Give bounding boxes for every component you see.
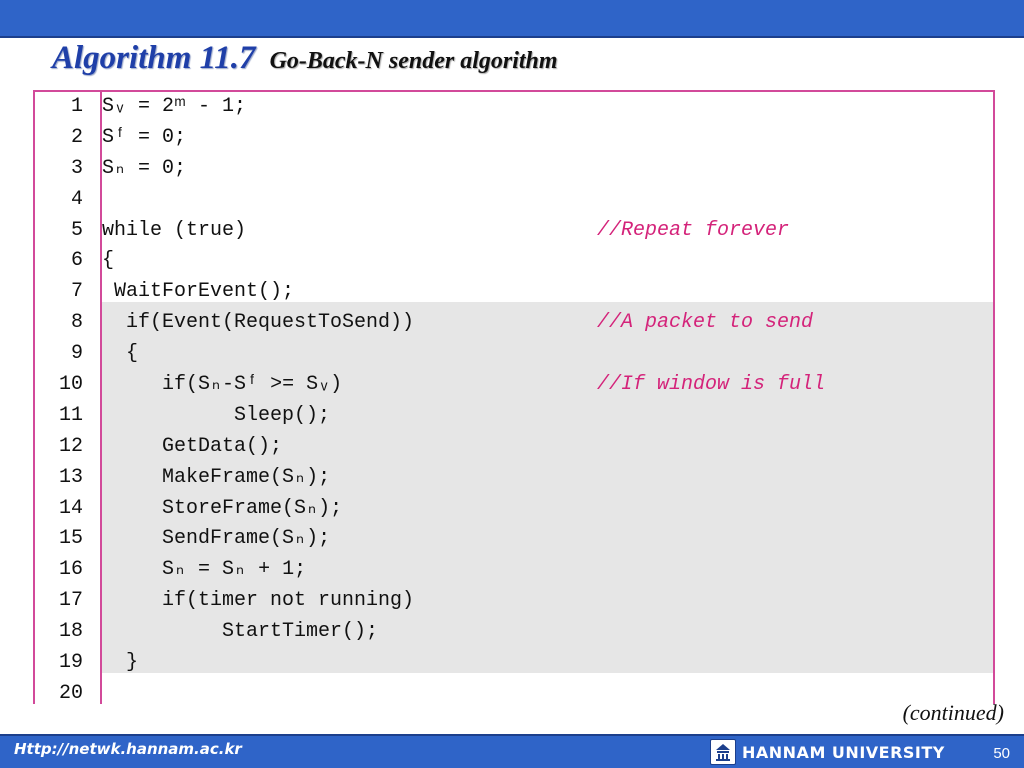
line-number: 2 <box>70 125 83 149</box>
line-number: 17 <box>58 589 83 613</box>
bottom-banner <box>0 736 1024 768</box>
code-text: if(Sₙ-Sᶠ >= Sᵥ) <box>102 373 343 397</box>
line-number-divider <box>100 92 102 704</box>
algorithm-name: Go-Back-N sender algorithm <box>269 48 558 74</box>
code-text: MakeFrame(Sₙ); <box>102 465 331 489</box>
code-text: StartTimer(); <box>102 620 379 644</box>
code-text: { <box>102 249 115 273</box>
bottom-banner-rule <box>0 734 1024 736</box>
university-logo-icon <box>710 739 736 765</box>
code-line: 4 <box>35 185 993 216</box>
line-number: 7 <box>70 280 83 304</box>
line-number: 10 <box>58 373 83 397</box>
top-banner <box>0 0 1024 36</box>
code-text: Sleep(); <box>102 403 331 427</box>
code-listing: 1 Sᵥ = 2ᵐ - 1; 2 Sᶠ = 0; 3 Sₙ = 0; 4 5 while (tr… <box>33 90 995 705</box>
code-line: 5 while (true) //Repeat forever <box>35 216 993 247</box>
code-text: Sᶠ = 0; <box>102 125 187 149</box>
code-line: 7 WaitForEvent(); <box>35 277 993 308</box>
top-banner-rule <box>0 36 1024 38</box>
code-text: Sₙ = 0; <box>102 156 187 180</box>
line-number: 3 <box>70 156 83 180</box>
page-number: 50 <box>993 745 1010 762</box>
code-line: 2 Sᶠ = 0; <box>35 123 993 154</box>
code-line: 16 Sₙ = Sₙ + 1; <box>35 555 993 586</box>
code-lines: 1 Sᵥ = 2ᵐ - 1; 2 Sᶠ = 0; 3 Sₙ = 0; 4 5 while (tr… <box>35 92 993 710</box>
code-text: while (true) <box>102 218 247 242</box>
code-line: 13 MakeFrame(Sₙ); <box>35 463 993 494</box>
university-name: HANNAM UNIVERSITY <box>742 742 945 762</box>
line-number: 4 <box>70 187 83 211</box>
line-number: 14 <box>58 496 83 520</box>
line-number: 6 <box>70 249 83 273</box>
line-number: 9 <box>70 342 83 366</box>
line-number: 18 <box>58 620 83 644</box>
line-number: 13 <box>58 465 83 489</box>
line-number: 5 <box>70 218 83 242</box>
code-text: { <box>102 342 139 366</box>
code-line: 8 if(Event(RequestToSend)) //A packet to … <box>35 308 993 339</box>
code-comment: //If window is full <box>597 373 826 397</box>
slide-title: Algorithm 11.7 Go-Back-N sender algorith… <box>52 40 558 80</box>
code-text: } <box>102 651 139 675</box>
code-comment: //A packet to send <box>597 311 814 335</box>
university-brand: HANNAM UNIVERSITY <box>710 738 945 766</box>
line-number: 11 <box>58 403 83 427</box>
line-number: 19 <box>58 651 83 675</box>
algorithm-number: Algorithm 11.7 <box>52 40 256 76</box>
code-text: GetData(); <box>102 434 283 458</box>
code-line: 14 StoreFrame(Sₙ); <box>35 494 993 525</box>
code-comment: //Repeat forever <box>597 218 790 242</box>
code-text: if(timer not running) <box>102 589 415 613</box>
code-text: if(Event(RequestToSend)) <box>102 311 415 335</box>
line-number: 15 <box>58 527 83 551</box>
line-number: 12 <box>58 434 83 458</box>
footer-url: Http://netwk.hannam.ac.kr <box>14 740 242 758</box>
code-text: StoreFrame(Sₙ); <box>102 496 343 520</box>
line-number: 20 <box>58 681 83 705</box>
code-text: SendFrame(Sₙ); <box>102 527 331 551</box>
code-line: 9 { <box>35 339 993 370</box>
code-text: Sᵥ = 2ᵐ - 1; <box>102 95 247 118</box>
code-line: 19 } <box>35 648 993 679</box>
code-line: 6{ <box>35 246 993 277</box>
continued-note: (continued) <box>902 700 1004 725</box>
code-line: 10 if(Sₙ-Sᶠ >= Sᵥ) //If window is full <box>35 370 993 401</box>
code-line: 1 Sᵥ = 2ᵐ - 1; <box>35 92 993 123</box>
code-text: Sₙ = Sₙ + 1; <box>102 558 307 582</box>
code-line: 15 SendFrame(Sₙ); <box>35 524 993 555</box>
line-number: 1 <box>70 95 83 118</box>
code-line: 20 <box>35 679 993 710</box>
line-number: 16 <box>58 558 83 582</box>
code-line: 17 if(timer not running) <box>35 586 993 617</box>
code-line: 12 GetData(); <box>35 432 993 463</box>
line-number: 8 <box>70 311 83 335</box>
code-text: WaitForEvent(); <box>102 280 295 304</box>
code-line: 11 Sleep(); <box>35 401 993 432</box>
code-line: 18 StartTimer(); <box>35 617 993 648</box>
highlighted-block <box>102 302 993 673</box>
code-line: 3 Sₙ = 0; <box>35 154 993 185</box>
